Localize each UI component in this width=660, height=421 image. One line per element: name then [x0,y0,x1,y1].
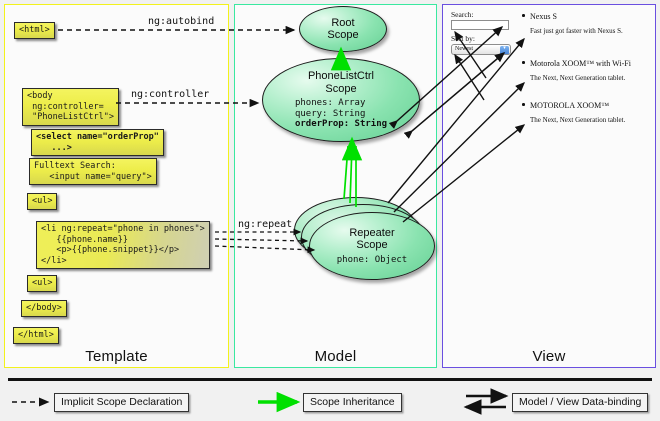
prop-orderprop: orderProp: String [294,119,388,130]
phone-name[interactable]: Motorola XOOM™ with Wi-Fi [530,59,631,68]
legend-label-databinding: Model / View Data-binding [512,393,649,412]
sort-label: Sort by: [451,34,475,43]
sort-select-value: Newest [455,46,473,52]
legend-item-implicit: Implicit Scope Declaration [54,392,190,412]
legend-item-inheritance: Scope Inheritance [303,392,402,412]
scope-phonelistctrl-props: phones: Array query: String orderProp: S… [295,98,387,130]
search-input[interactable] [451,20,509,30]
phone-list-item: Nexus S Fast just got faster with Nexus … [522,12,623,35]
legend-label-implicit: Implicit Scope Declaration [54,393,190,412]
phone-snippet: Fast just got faster with Nexus S. [530,27,623,35]
prop-query: query: String [294,108,366,119]
wire-label-controller: ng:controller [131,89,210,100]
phone-name[interactable]: MOTOROLA XOOM™ [530,101,610,110]
phone-snippet: The Next, Next Generation tablet. [530,74,626,82]
phone-snippet: The Next, Next Generation tablet. [530,116,626,124]
codebox-html-open: <html> [14,22,55,39]
codebox-li-repeat: <li ng:repeat="phone in phones"> {{phone… [36,221,210,269]
codebox-fulltext-search: Fulltext Search: <input name="query"> [29,158,157,185]
wire-label-repeat: ng:repeat [238,219,293,230]
codebox-ul-close: <ul> [27,275,58,292]
wire-label-autobind: ng:autobind [148,16,215,27]
panel-template-label: Template [85,348,148,365]
legend-item-databinding: Model / View Data-binding [512,392,649,412]
prop-phone: phone: Object [336,254,408,265]
legend-divider [8,378,652,381]
panel-model-label: Model [314,348,357,365]
chevron-updown-icon: ▾ [500,46,509,54]
codebox-ul-open: <ul> [27,193,58,210]
view-browser-mock: Search: Sort by: Newest ▾ [449,10,651,130]
scope-repeater-props: phone: Object [337,255,407,266]
panel-view-label: View [532,348,566,365]
phone-name[interactable]: Nexus S [530,12,557,21]
sort-select[interactable]: Newest ▾ [451,44,511,55]
codebox-body-open: <body ng:controller= "PhoneListCtrl"> [22,88,119,126]
prop-phones: phones: Array [294,98,366,109]
search-label: Search: [451,10,474,19]
codebox-html-close: </html> [13,327,59,344]
bullet-icon [522,14,525,17]
codebox-body-close: </body> [21,300,67,317]
legend-label-inheritance: Scope Inheritance [303,393,402,412]
codebox-select-tag: <select name="orderProp" ...> [31,129,164,156]
